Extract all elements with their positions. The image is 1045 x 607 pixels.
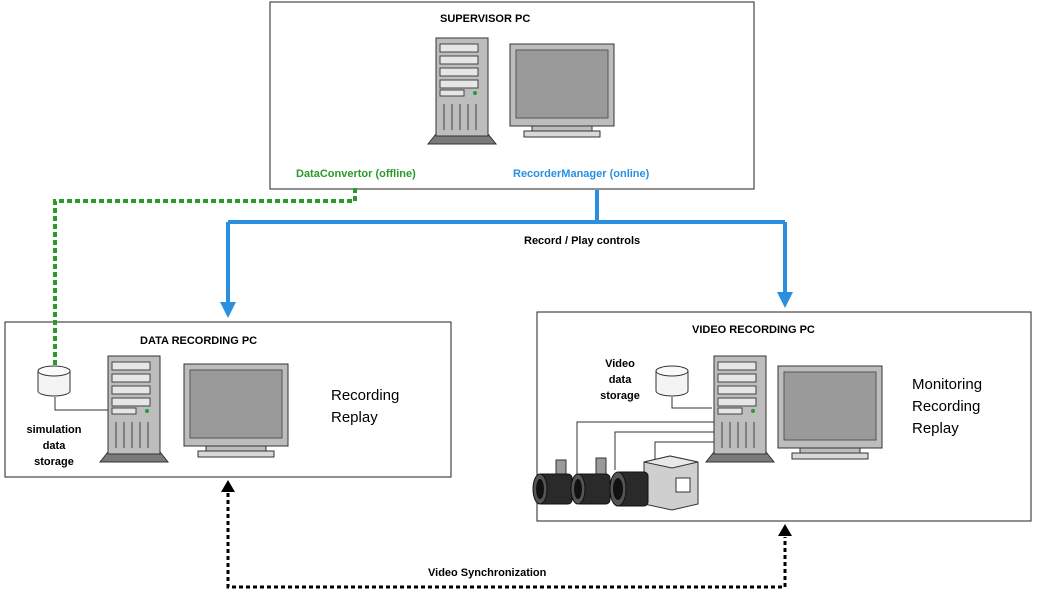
storage-cable — [54, 397, 108, 411]
tower-pc-icon — [704, 355, 776, 463]
monitor-icon — [509, 43, 615, 138]
data-pc-roles: Recording Replay — [331, 385, 399, 429]
storage-label-line: data — [42, 440, 66, 452]
record-play-controls-link — [226, 190, 787, 304]
video-pc-roles: Monitoring Recording Replay — [912, 374, 982, 440]
monitor-icon — [183, 363, 289, 458]
storage-label-line: simulation — [26, 424, 82, 436]
monitor-icon — [777, 365, 883, 460]
video-synchronization-label: Video Synchronization — [428, 567, 547, 579]
role-label: Recording — [912, 398, 981, 415]
role-label: Replay — [912, 420, 959, 437]
video-storage-label: Video data storage — [590, 356, 650, 404]
data-recording-pc-title: DATA RECORDING PC — [140, 335, 258, 347]
database-icon — [655, 365, 689, 397]
recorder-manager-label: RecorderManager (online) — [513, 168, 650, 180]
tower-pc-icon — [98, 355, 170, 463]
role-label: Replay — [331, 409, 378, 426]
storage-label-line: data — [608, 374, 632, 386]
record-play-controls-label: Record / Play controls — [524, 235, 641, 247]
simulation-storage-label: simulation data storage — [14, 422, 94, 470]
camera-icon — [609, 455, 699, 511]
video-recording-pc-title: VIDEO RECORDING PC — [692, 324, 815, 336]
sync-arrow-data-pc-icon — [221, 480, 235, 492]
camera-icon — [532, 459, 573, 505]
database-icon — [37, 365, 71, 397]
storage-label-line: storage — [34, 456, 74, 468]
role-label: Monitoring — [912, 376, 983, 393]
arrow-to-video-pc-icon — [777, 292, 793, 308]
data-convertor-label: DataConvertor (offline) — [296, 168, 416, 180]
tower-pc-icon — [426, 37, 498, 145]
sync-arrow-video-pc-icon — [778, 524, 792, 536]
storage-label-line: Video — [605, 358, 635, 370]
camera-icon — [570, 457, 611, 505]
role-label: Recording — [331, 387, 400, 404]
video-synchronization-link — [226, 493, 787, 589]
data-convertor-offline-link — [53, 188, 357, 366]
arrow-to-data-pc-icon — [220, 302, 236, 318]
camera-cables — [576, 421, 714, 480]
storage-label-line: storage — [600, 390, 640, 402]
supervisor-pc-title: SUPERVISOR PC — [440, 13, 531, 25]
storage-cable — [671, 397, 712, 409]
